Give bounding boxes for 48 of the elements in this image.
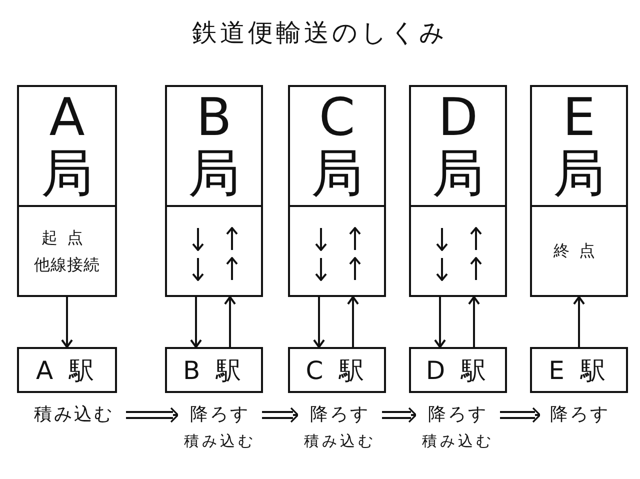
station-box	[17, 347, 117, 393]
arrow	[347, 296, 359, 347]
arrow	[313, 297, 325, 348]
arrow	[434, 297, 446, 348]
office-box	[288, 85, 386, 207]
office-label: D 局	[431, 90, 485, 202]
station-label: E 駅	[548, 354, 610, 386]
action-label: 降ろす	[310, 403, 370, 426]
secondary-action: 積み込む	[304, 432, 376, 451]
office-label: C 局	[310, 90, 364, 202]
station-label: B 駅	[182, 354, 246, 386]
office-box	[530, 85, 628, 207]
arrow	[468, 296, 480, 347]
office-box	[409, 85, 507, 207]
office-note: 起点他線接続	[32, 226, 101, 276]
action-label: 降ろす	[428, 403, 488, 426]
office-lower-box	[288, 205, 386, 297]
secondary-action: 積み込む	[422, 432, 494, 451]
action-label: 積み込む	[34, 403, 114, 426]
arrow	[573, 296, 585, 347]
secondary-action: 積み込む	[184, 432, 256, 451]
station-box	[288, 347, 386, 393]
arrow	[261, 407, 299, 423]
office-lower-box	[409, 205, 507, 297]
station-box	[165, 347, 263, 393]
action-label: 降ろす	[190, 403, 250, 426]
office-box	[17, 85, 117, 207]
arrow	[61, 297, 73, 348]
station-label: C 駅	[306, 354, 368, 386]
office-lower-box	[17, 205, 117, 297]
action-label: 降ろす	[550, 403, 610, 426]
station-label: D 駅	[426, 354, 490, 386]
arrow	[125, 407, 179, 423]
office-label: A 局	[40, 90, 94, 202]
arrow	[499, 407, 541, 423]
office-label: E 局	[552, 90, 606, 202]
office-label: B 局	[187, 90, 241, 202]
station-box	[530, 347, 628, 393]
office-lower-box	[165, 205, 263, 297]
arrow	[190, 297, 202, 348]
station-box	[409, 347, 507, 393]
office-box	[165, 85, 263, 207]
office-lower-box	[530, 205, 628, 297]
arrow	[224, 296, 236, 347]
station-label: A 駅	[36, 354, 98, 386]
arrow	[381, 407, 417, 423]
office-note: 終点	[552, 240, 606, 262]
diagram-title: 鉄道便輸送のしくみ	[191, 17, 449, 49]
